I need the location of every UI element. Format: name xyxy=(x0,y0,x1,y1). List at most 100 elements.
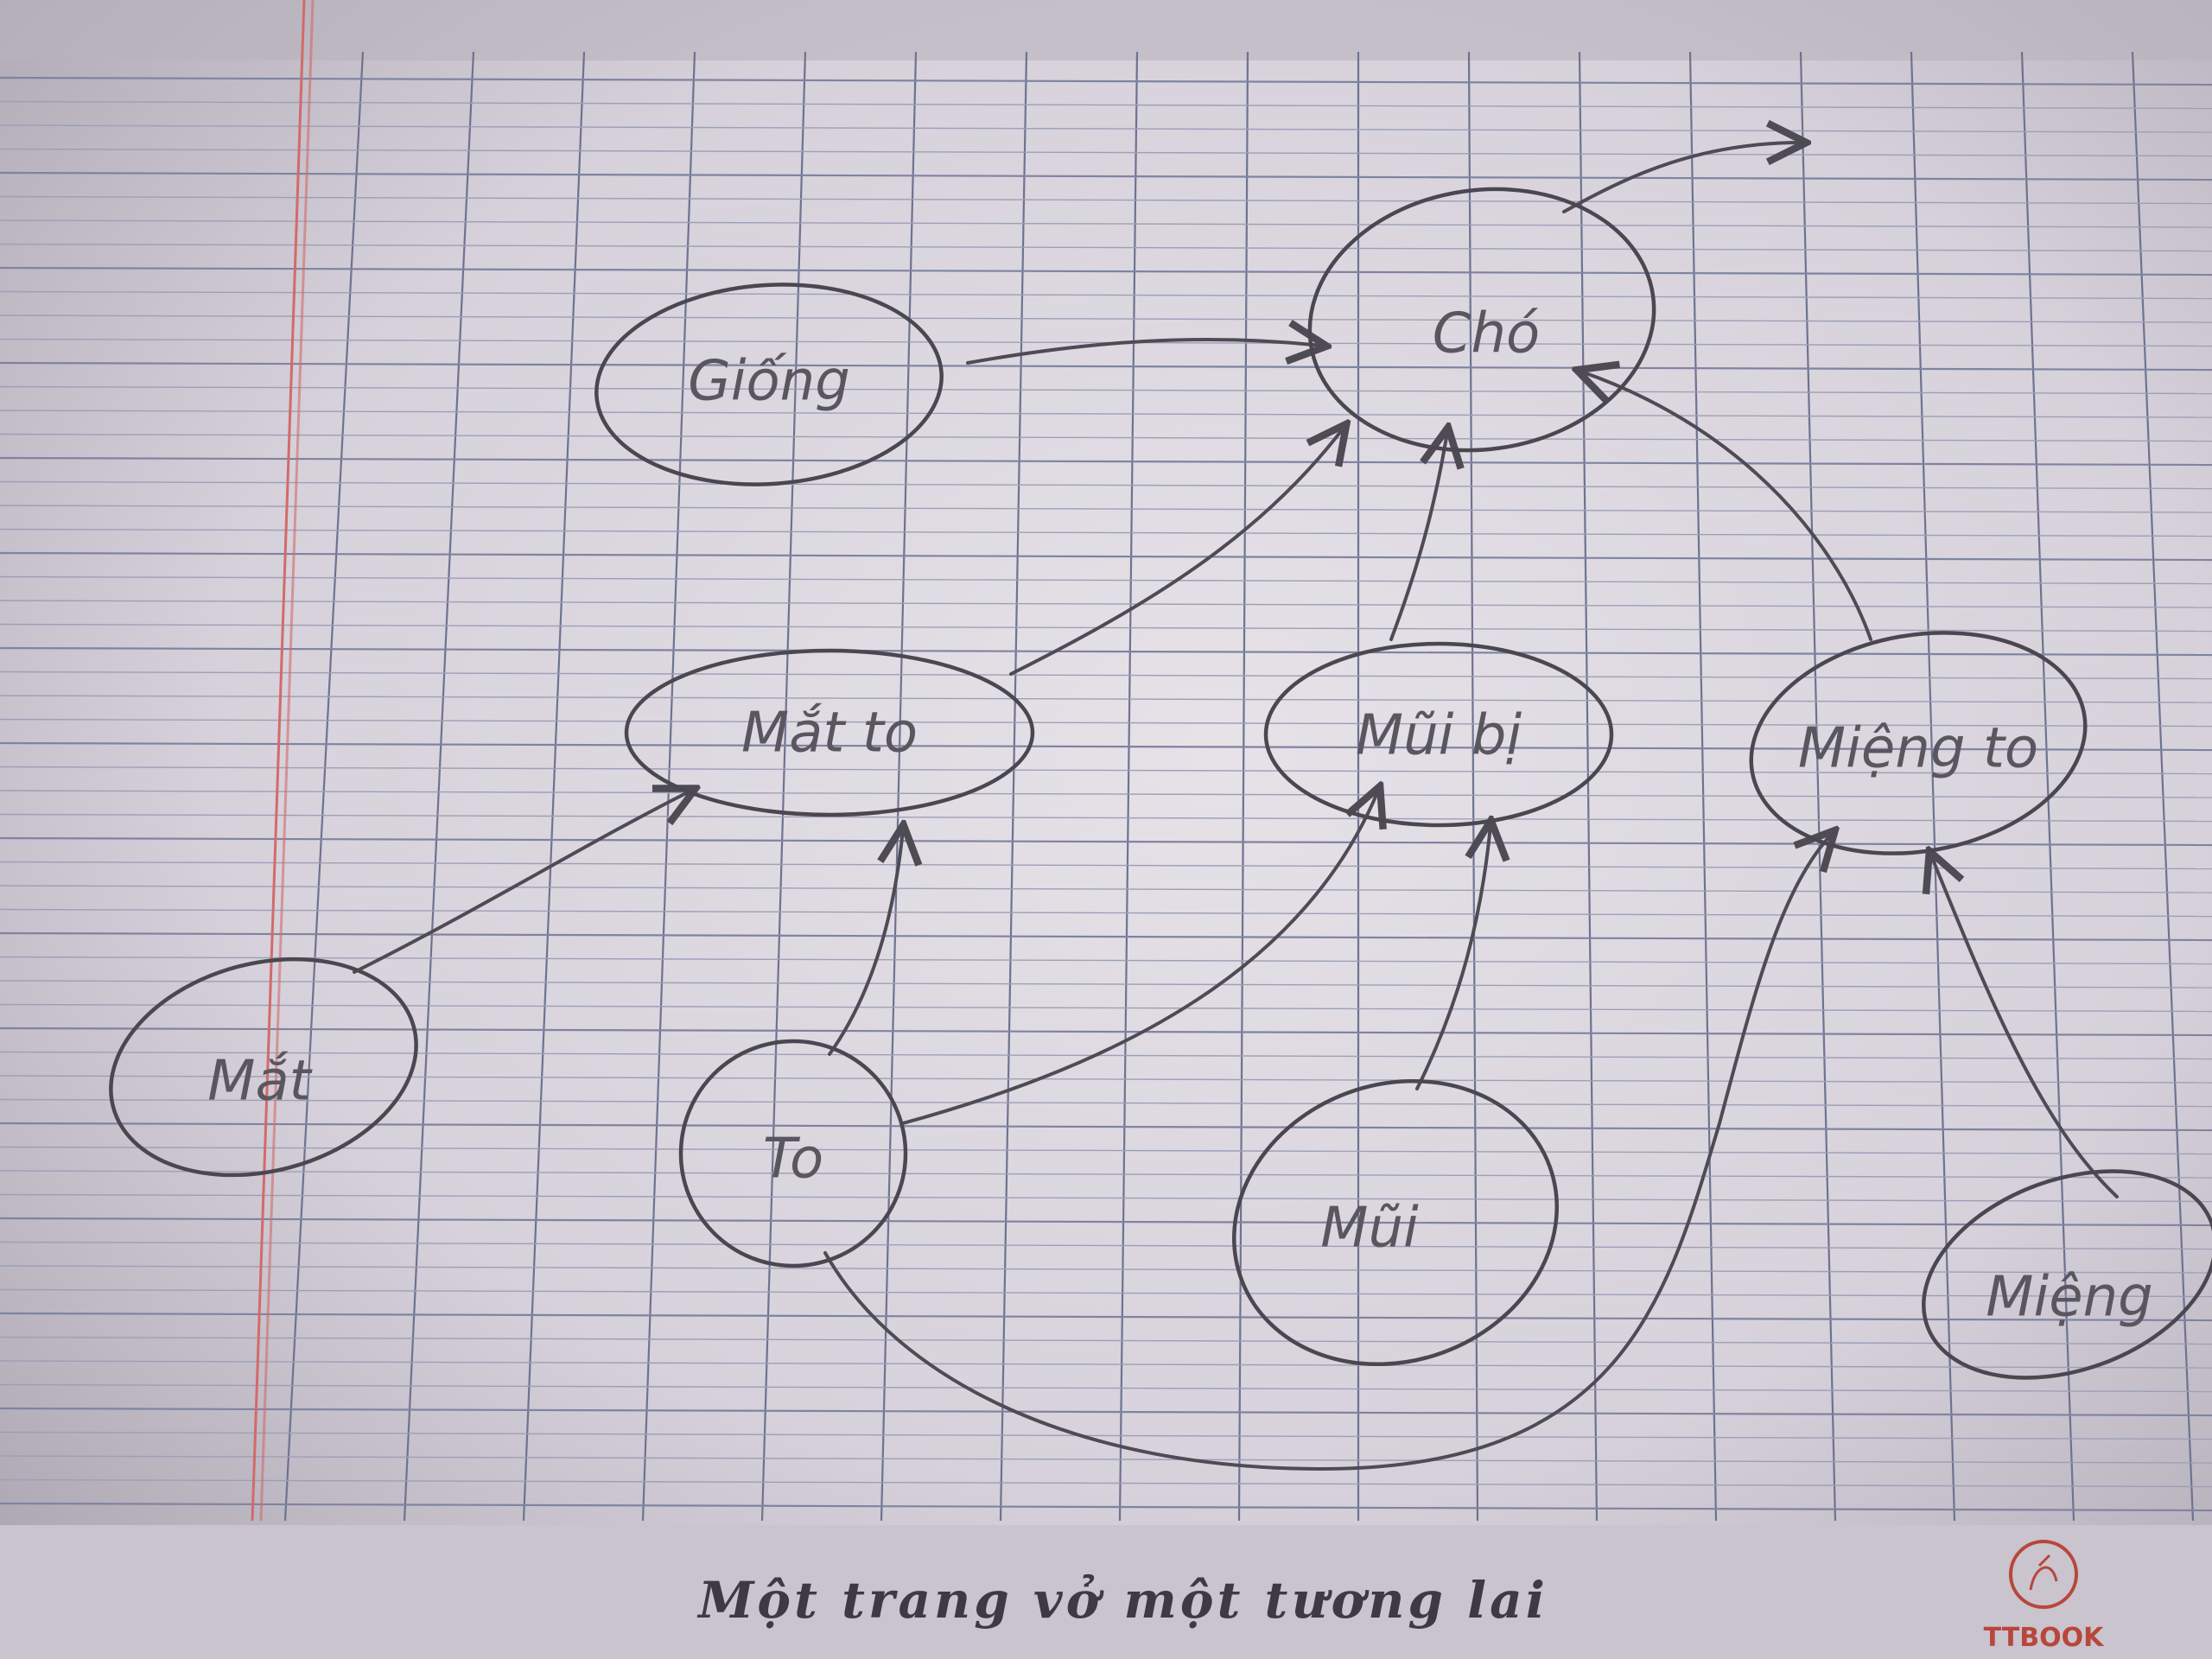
grid-horizontal-line xyxy=(0,551,2212,562)
grid-horizontal-line xyxy=(0,171,2212,181)
edge-mieng-to-cho xyxy=(1581,372,1872,641)
footer-strip xyxy=(0,1525,2212,1659)
grid-horizontal-line xyxy=(0,695,2212,703)
grid-horizontal-line xyxy=(0,505,2212,513)
grid-horizontal-line xyxy=(0,385,2212,395)
grid-horizontal-line xyxy=(0,1478,2212,1488)
grid-horizontal-line xyxy=(0,1051,2212,1060)
grid-horizontal-line xyxy=(0,1407,2212,1417)
node-ellipse xyxy=(109,957,418,1178)
grid-horizontal-line xyxy=(0,290,2212,300)
grid-horizontal-line xyxy=(0,836,2212,847)
grid-horizontal-line xyxy=(0,480,2212,490)
brand-name: TTBOOK xyxy=(1984,1623,2105,1653)
grid-horizontal-line xyxy=(0,1027,2212,1037)
grid-horizontal-line xyxy=(0,315,2212,323)
grid-horizontal-line xyxy=(0,1241,2212,1250)
grid-horizontal-line xyxy=(0,124,2212,133)
grid-horizontal-line xyxy=(0,1288,2212,1298)
grid-horizontal-line xyxy=(0,1193,2212,1203)
grid-horizontal-line xyxy=(0,100,2212,110)
node-ellipse xyxy=(1922,1169,2212,1380)
margin-line-double xyxy=(259,0,315,1522)
brand-logo-icon xyxy=(2009,1540,2078,1609)
node-label-mieng-to: Miệng to xyxy=(1798,717,2038,781)
grid-vertical-line xyxy=(283,51,365,1522)
grid-horizontal-line xyxy=(0,813,2212,823)
edge-mui-bi-cho xyxy=(1389,432,1447,641)
node-ellipse xyxy=(678,1039,908,1268)
grid-vertical-line xyxy=(760,51,807,1522)
node-ellipse xyxy=(594,283,944,486)
grid-horizontal-line xyxy=(0,433,2212,442)
brand-bird-icon xyxy=(2029,1554,2058,1591)
node-label-cho: Chó xyxy=(1433,302,1540,366)
grid-horizontal-line xyxy=(0,790,2212,798)
grid-horizontal-line xyxy=(0,243,2212,252)
edge-giong-cho xyxy=(966,340,1322,363)
brand-logo: TTBOOK xyxy=(1984,1540,2105,1653)
grid-horizontal-line xyxy=(0,1146,2212,1155)
grid-horizontal-line xyxy=(0,1122,2212,1132)
edge-to-mieng-to xyxy=(823,834,1832,1471)
grid-horizontal-line xyxy=(0,361,2212,372)
grid-vertical-line xyxy=(403,51,475,1522)
grid-horizontal-line xyxy=(0,1383,2212,1393)
edge-mieng-mieng-to xyxy=(1931,855,2119,1198)
node-label-giong: Giống xyxy=(688,350,850,414)
node-ellipse xyxy=(1232,1078,1559,1367)
node-ellipse xyxy=(1263,641,1614,828)
node-label-mui: Mũi xyxy=(1320,1197,1419,1261)
page-top-edge xyxy=(0,0,2212,60)
node-label-to: To xyxy=(763,1128,823,1192)
grid-horizontal-line xyxy=(0,861,2212,870)
grid-horizontal-line xyxy=(0,671,2212,680)
grid-vertical-line xyxy=(1910,51,1956,1522)
node-ellipse xyxy=(624,648,1035,817)
node-to: To xyxy=(678,1039,908,1268)
grid-horizontal-line xyxy=(0,600,2212,608)
diagram-edges xyxy=(353,143,2119,1471)
grid-vertical-line xyxy=(1118,51,1139,1522)
margin-line xyxy=(251,0,306,1522)
node-mat: Mắt xyxy=(109,957,418,1178)
grid-horizontal-line xyxy=(0,148,2212,157)
edge-to-mui-bi xyxy=(901,791,1378,1125)
grid-vertical-line xyxy=(999,51,1028,1522)
grid-horizontal-line xyxy=(0,266,2212,276)
node-label-mat-to: Mắt to xyxy=(741,702,918,766)
grid-vertical-line xyxy=(2020,51,2075,1522)
grid-horizontal-line xyxy=(0,956,2212,965)
edge-mat-mat-to xyxy=(353,791,691,974)
grid-vertical-line xyxy=(880,51,918,1522)
node-mui-bi: Mũi bị xyxy=(1263,641,1614,828)
grid-vertical-line xyxy=(522,51,586,1522)
grid-horizontal-line xyxy=(0,410,2212,418)
grid-horizontal-line xyxy=(0,1265,2212,1274)
node-ellipse xyxy=(1307,187,1656,453)
grid-horizontal-line xyxy=(0,195,2212,205)
edge-to-mat-to xyxy=(828,830,903,1056)
grid-horizontal-line xyxy=(0,980,2212,988)
grid-horizontal-line xyxy=(0,1217,2212,1227)
grid-horizontal-line xyxy=(0,623,2212,632)
grid-horizontal-line xyxy=(0,718,2212,728)
node-giong: Giống xyxy=(594,283,944,486)
footer-slogan: Một trang vở một tương lai xyxy=(696,1571,1548,1630)
node-mat-to: Mắt to xyxy=(624,648,1035,817)
grid-horizontal-line xyxy=(0,741,2212,752)
grid-horizontal-line xyxy=(0,1312,2212,1322)
grid-horizontal-line xyxy=(0,219,2212,228)
grid-horizontal-line xyxy=(0,766,2212,775)
node-label-mat: Mắt xyxy=(207,1050,313,1114)
edge-mat-to-cho xyxy=(1009,428,1344,676)
grid-horizontal-line xyxy=(0,76,2212,86)
grid-horizontal-line xyxy=(0,528,2212,537)
grid-horizontal-line xyxy=(0,1170,2212,1179)
node-cho: Chó xyxy=(1307,187,1656,453)
node-mieng-to: Miệng to xyxy=(1749,631,2088,855)
node-mieng: Miệng xyxy=(1922,1169,2212,1380)
grid-horizontal-line xyxy=(0,908,2212,918)
edge-cho-outgoing xyxy=(1562,143,1802,213)
